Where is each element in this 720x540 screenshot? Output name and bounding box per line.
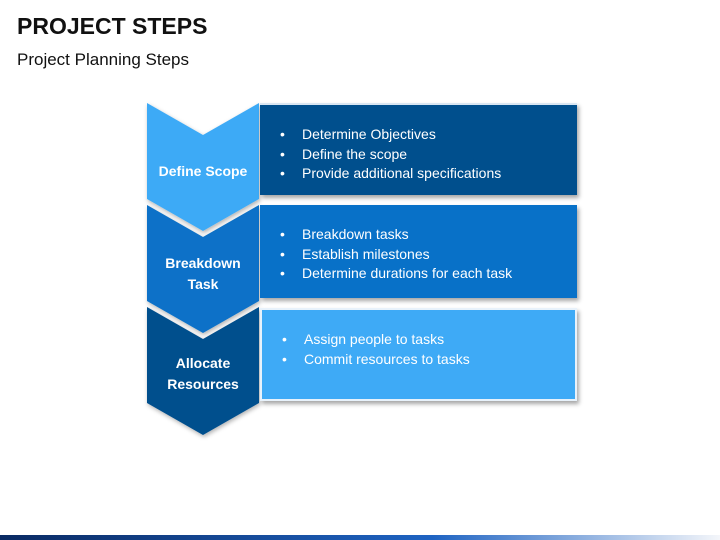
bullet-item: Establish milestones [280,245,567,265]
step-label-define-scope: Define Scope [147,150,259,192]
footer-accent-bar [0,535,720,540]
bullet-list: Breakdown tasks Establish milestones Det… [280,225,567,284]
bullet-item: Determine durations for each task [280,264,567,284]
step-label-line: Task [187,276,219,292]
bullet-item: Breakdown tasks [280,225,567,245]
step-label-line: Breakdown [165,255,241,271]
step-label-allocate-resources: Allocate Resources [147,353,259,395]
step-label-line: Allocate [175,355,231,371]
step-label-line: Define Scope [158,162,248,179]
chevron-define-scope [147,103,259,231]
detail-box-breakdown-task: Breakdown tasks Establish milestones Det… [260,205,577,298]
slide-subtitle: Project Planning Steps [17,50,189,69]
bullet-list: Assign people to tasks Commit resources … [282,330,565,369]
bullet-item: Assign people to tasks [282,330,565,350]
bullet-item: Provide additional specifications [280,164,567,184]
detail-box-define-scope: Determine Objectives Define the scope Pr… [260,103,577,195]
bullet-item: Commit resources to tasks [282,350,565,370]
chevron-breakdown-task [147,205,259,333]
slide-title: PROJECT STEPS [17,13,208,39]
chevron-allocate-resources [147,307,259,435]
detail-box-allocate-resources: Assign people to tasks Commit resources … [260,308,577,401]
step-label-line: Resources [167,376,239,392]
step-label-breakdown-task: Breakdown Task [147,253,259,295]
bullet-item: Determine Objectives [280,125,567,145]
bullet-item: Define the scope [280,145,567,165]
bullet-list: Determine Objectives Define the scope Pr… [280,125,567,184]
